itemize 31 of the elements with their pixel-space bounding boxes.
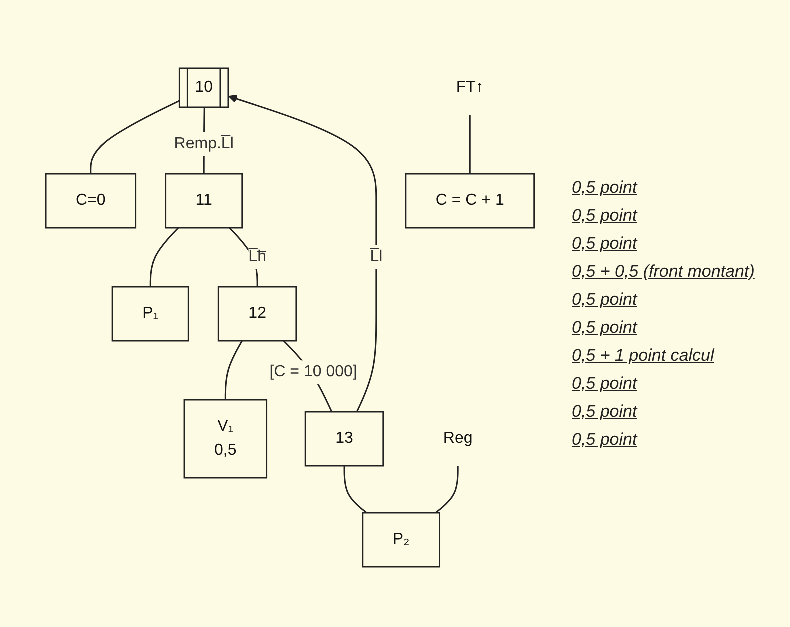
- score-note: 0,5 + 0,5 (front montant): [572, 262, 756, 282]
- node-box: P₁: [112, 286, 190, 342]
- score-note: 0,5 point: [572, 402, 639, 422]
- score-note: 0,5 + 1 point calcul: [572, 346, 716, 366]
- edge-label: Remp.L̅l: [174, 135, 234, 152]
- node-box: V₁ 0,5: [184, 398, 268, 478]
- score-note: 0,5 point: [572, 178, 639, 198]
- score-note: 0,5 point: [572, 430, 639, 450]
- connector: [228, 226, 258, 286]
- node-text: Reg: [443, 429, 473, 446]
- edge-label: L̅h̅: [248, 248, 266, 265]
- node-box: 13: [304, 410, 384, 466]
- score-note: 0,5 point: [572, 234, 639, 254]
- score-note: 0,5 point: [572, 206, 639, 226]
- connector: [344, 466, 368, 514]
- connector: [150, 226, 179, 286]
- connector: [90, 100, 180, 174]
- score-note: 0,5 point: [572, 290, 639, 310]
- connector: [224, 340, 243, 400]
- node-box: P₂: [362, 512, 440, 568]
- node-box: C = C + 1: [404, 172, 535, 228]
- edge-label: L̅l: [370, 248, 382, 265]
- node-box: 11: [164, 172, 243, 228]
- score-note: 0,5 point: [572, 374, 639, 394]
- node-box: C=0: [45, 172, 136, 228]
- node-box: 12: [218, 286, 298, 342]
- node-text: FT↑: [456, 78, 484, 96]
- connector: [435, 466, 459, 514]
- connector: [469, 114, 471, 174]
- score-note: 0,5 point: [572, 318, 639, 338]
- edge-label: [C = 10 000]: [270, 363, 358, 380]
